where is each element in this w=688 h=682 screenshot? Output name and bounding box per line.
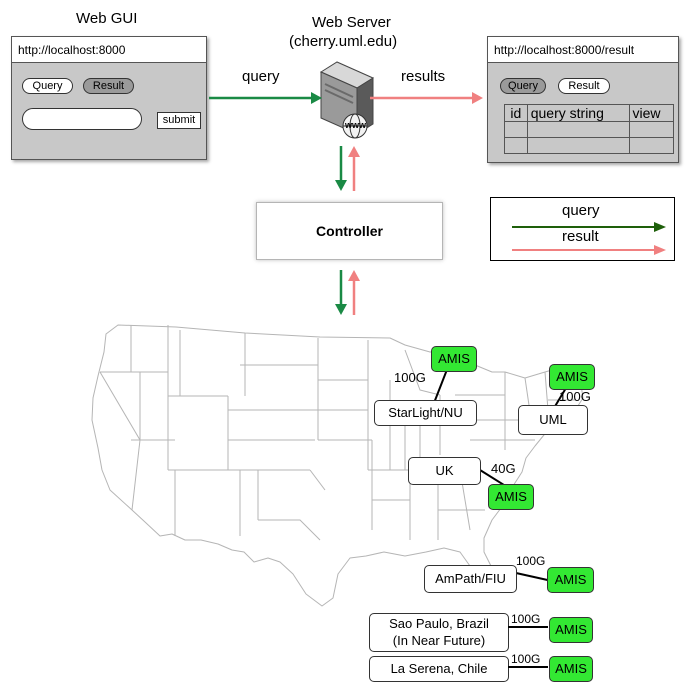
sao-paulo-link-line: [508, 626, 548, 628]
site-starlight[interactable]: StarLight/NU: [374, 400, 477, 426]
result-table: id query string view: [504, 104, 675, 154]
amis-starlight[interactable]: AMIS: [431, 346, 477, 372]
sao-paulo-link-speed: 100G: [511, 612, 541, 626]
legend-result-label: result: [562, 228, 599, 245]
legend-box: query result: [490, 197, 675, 261]
column-view: view: [628, 104, 675, 122]
gui-submit-button[interactable]: submit: [157, 112, 201, 129]
controller-box: Controller: [256, 202, 443, 260]
la-serena-link-line: [508, 666, 548, 668]
gui-query-tab[interactable]: Query: [22, 78, 73, 94]
starlight-link-speed: 100G: [394, 370, 426, 385]
column-query-string: query string: [526, 104, 630, 122]
site-uk[interactable]: UK: [408, 457, 481, 485]
ampath-link-speed: 100G: [516, 554, 546, 568]
server-www-label: www: [345, 120, 367, 130]
amis-uml[interactable]: AMIS: [549, 364, 595, 390]
sao-paulo-note: (In Near Future): [392, 633, 486, 648]
result-table-header: id query string view: [504, 104, 675, 122]
site-uml[interactable]: UML: [518, 405, 588, 435]
site-la-serena[interactable]: La Serena, Chile: [369, 656, 509, 682]
gui-query-input[interactable]: [22, 108, 142, 130]
controller-map-arrows: [335, 270, 360, 315]
result-page-panel: http://localhost:8000/result Query Resul…: [487, 36, 679, 163]
la-serena-link-speed: 100G: [511, 652, 541, 666]
uml-link-speed: 100G: [559, 389, 591, 404]
uml-link-line: [553, 387, 567, 409]
result-query-tab[interactable]: Query: [500, 78, 546, 94]
site-sao-paulo[interactable]: Sao Paulo, Brazil (In Near Future): [369, 613, 509, 652]
amis-uk[interactable]: AMIS: [488, 484, 534, 510]
legend-query-label: query: [562, 202, 600, 219]
legend-query-arrow: [512, 222, 666, 232]
gui-url-bar[interactable]: http://localhost:8000: [12, 37, 206, 63]
table-cell: [628, 137, 675, 154]
site-ampath[interactable]: AmPath/FIU: [424, 565, 517, 593]
results-arrow: [370, 92, 483, 104]
result-url-bar[interactable]: http://localhost:8000/result: [488, 37, 678, 63]
legend-result-arrow: [512, 245, 666, 255]
server-title: Web Server: [312, 14, 391, 31]
table-row[interactable]: [504, 137, 675, 154]
sao-paulo-name: Sao Paulo, Brazil: [389, 616, 489, 631]
server-host: (cherry.uml.edu): [289, 33, 398, 50]
result-result-tab[interactable]: Result: [558, 78, 610, 94]
amis-ampath[interactable]: AMIS: [547, 567, 594, 593]
amis-sao-paulo[interactable]: AMIS: [549, 617, 593, 643]
starlight-link-line: [433, 366, 449, 404]
ampath-link-line: [515, 572, 553, 582]
uk-link-speed: 40G: [491, 461, 516, 476]
query-arrow: [209, 92, 322, 104]
server-controller-arrows: [335, 146, 360, 191]
server-icon: [319, 61, 375, 139]
query-arrow-label: query: [242, 68, 280, 85]
results-arrow-label: results: [401, 68, 446, 85]
web-gui-panel: http://localhost:8000 Query Result submi…: [11, 36, 207, 160]
gui-result-tab[interactable]: Result: [83, 78, 134, 94]
web-gui-title: Web GUI: [76, 10, 138, 27]
amis-la-serena[interactable]: AMIS: [549, 656, 593, 682]
